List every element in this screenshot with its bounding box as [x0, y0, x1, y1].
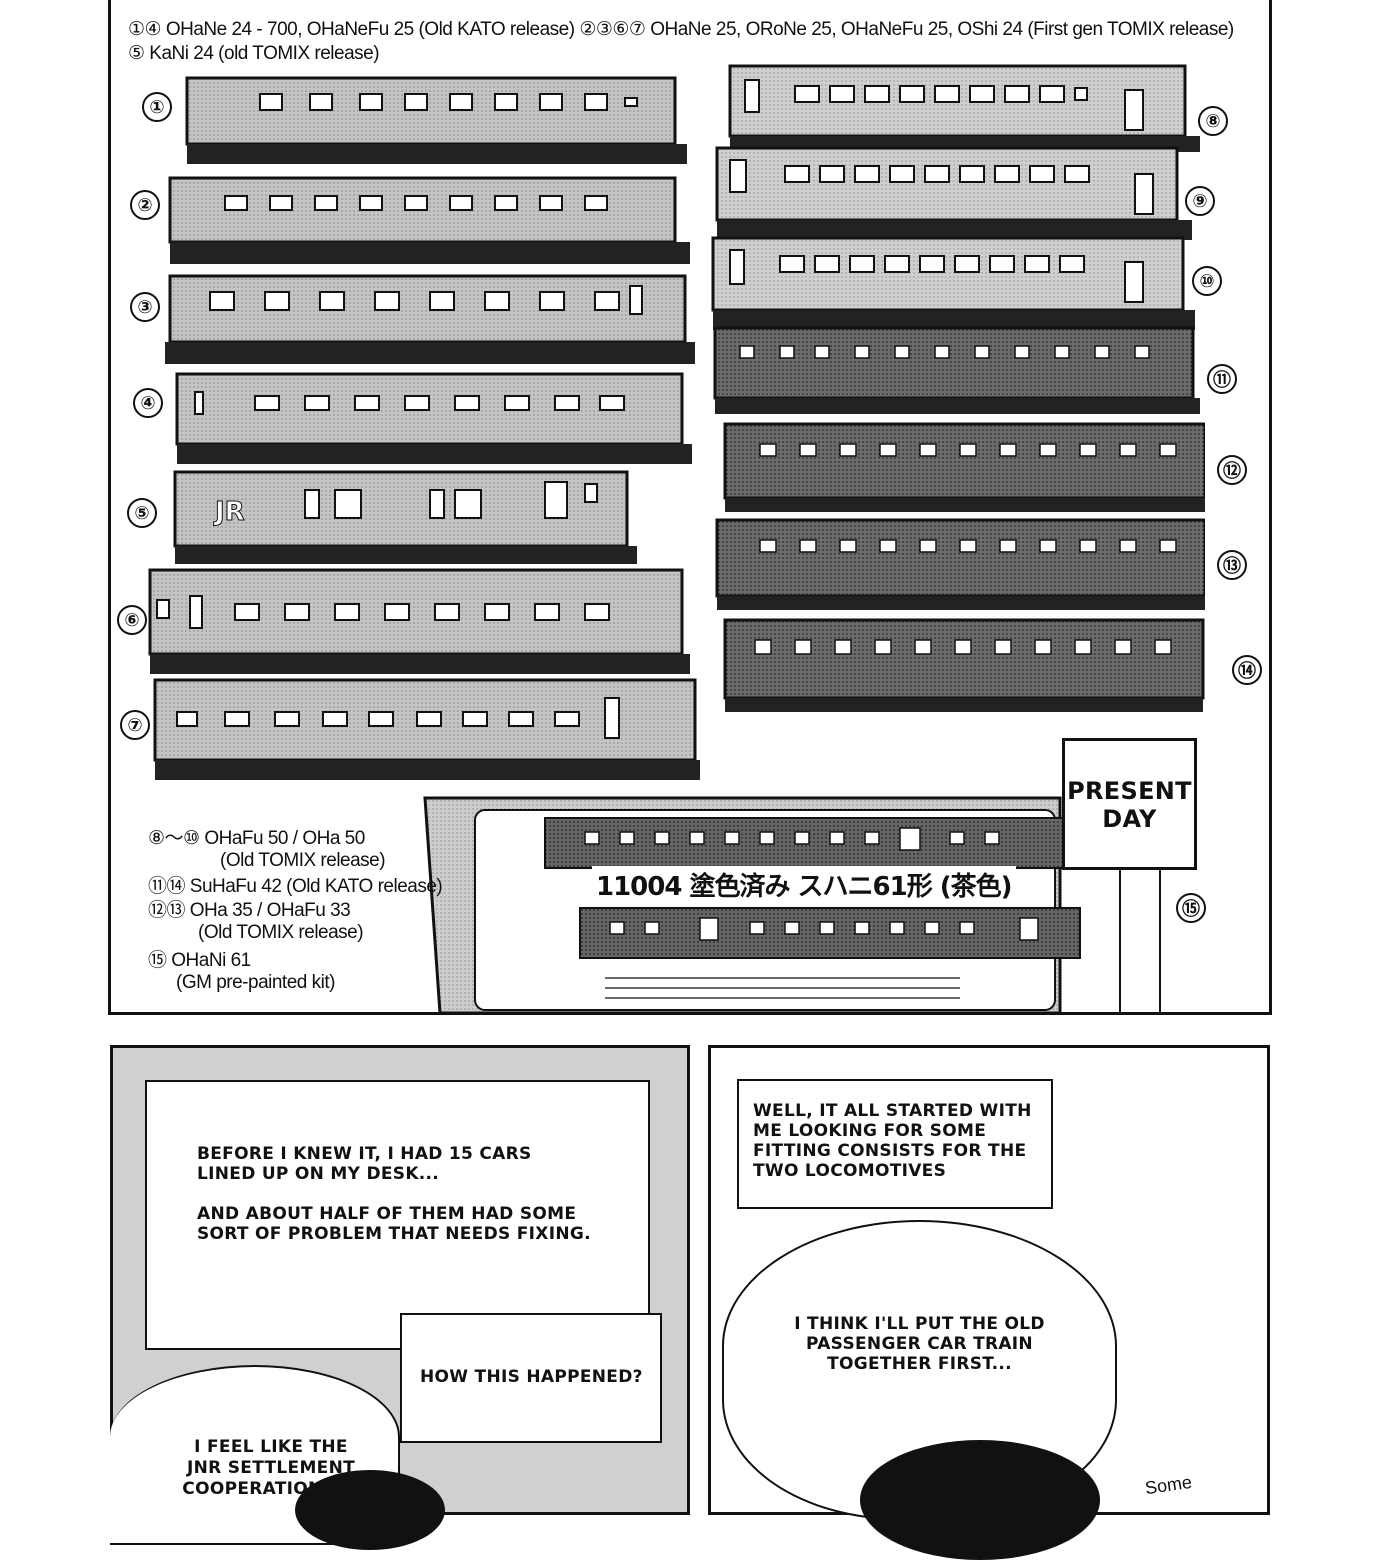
caption-line-1: ①④ OHaNe 24 - 700, OHaNeFu 25 (Old KATO …	[128, 19, 1234, 40]
car-number-5: ⑤	[127, 498, 157, 528]
car-number-6: ⑥	[117, 605, 147, 635]
note-15-line2: (GM pre-painted kit)	[176, 972, 335, 993]
car-number-8: ⑧	[1198, 106, 1228, 136]
kit-box-illustration	[423, 796, 1161, 1013]
car-illustration-right-column	[711, 64, 1205, 712]
note-12-13-line2: (Old TOMIX release)	[198, 922, 364, 943]
car-number-2: ②	[130, 190, 160, 220]
car-number-10: ⑩	[1192, 266, 1222, 296]
note-11-14-line1: ⑪⑭ SuHaFu 42 (Old KATO release)	[148, 876, 443, 897]
car-number-4: ④	[133, 388, 163, 418]
note-15: ⑮ OHaNi 61 (GM pre-painted kit)	[148, 950, 335, 994]
narration-box-how: HOW THIS HAPPENED?	[400, 1313, 662, 1443]
car-number-12: ⑫	[1217, 455, 1247, 485]
note-8-10: ⑧〜⑩ OHaFu 50 / OHa 50 (Old TOMIX release…	[148, 828, 386, 872]
car-illustration-left-column: JR	[148, 76, 700, 780]
top-panel	[108, 0, 1272, 1015]
note-12-13: ⑫⑬ OHa 35 / OHaFu 33 (Old TOMIX release)	[148, 900, 364, 944]
note-8-10-line1: ⑧〜⑩ OHaFu 50 / OHa 50	[148, 828, 365, 849]
note-8-10-line2: (Old TOMIX release)	[220, 850, 386, 871]
car-number-3: ③	[130, 292, 160, 322]
svg-text:JR: JR	[213, 497, 245, 527]
character-head-left	[295, 1470, 445, 1550]
car-number-11: ⑪	[1207, 364, 1237, 394]
car-number-9: ⑨	[1185, 186, 1215, 216]
car-number-7: ⑦	[120, 710, 150, 740]
present-day-caption: PRESENT DAY	[1062, 738, 1197, 870]
car-number-13: ⑬	[1217, 550, 1247, 580]
note-12-13-line1: ⑫⑬ OHa 35 / OHaFu 33	[148, 900, 351, 921]
caption-line-2: ⑤ KaNi 24 (old TOMIX release)	[128, 43, 380, 64]
note-11-14: ⑪⑭ SuHaFu 42 (Old KATO release)	[148, 876, 443, 898]
character-head-right	[860, 1440, 1100, 1560]
narration-box-locomotives: WELL, IT ALL STARTED WITH ME LOOKING FOR…	[737, 1079, 1053, 1209]
kit-box-label: 11004 塗色済み スハニ61形 (茶色)	[592, 866, 1016, 903]
narration-box-desk: BEFORE I KNEW IT, I HAD 15 CARS LINED UP…	[145, 1080, 650, 1350]
car-number-15: ⑮	[1176, 893, 1206, 923]
note-15-line1: ⑮ OHaNi 61	[148, 950, 251, 971]
car-number-14: ⑭	[1232, 655, 1262, 685]
car-number-1: ①	[142, 92, 172, 122]
